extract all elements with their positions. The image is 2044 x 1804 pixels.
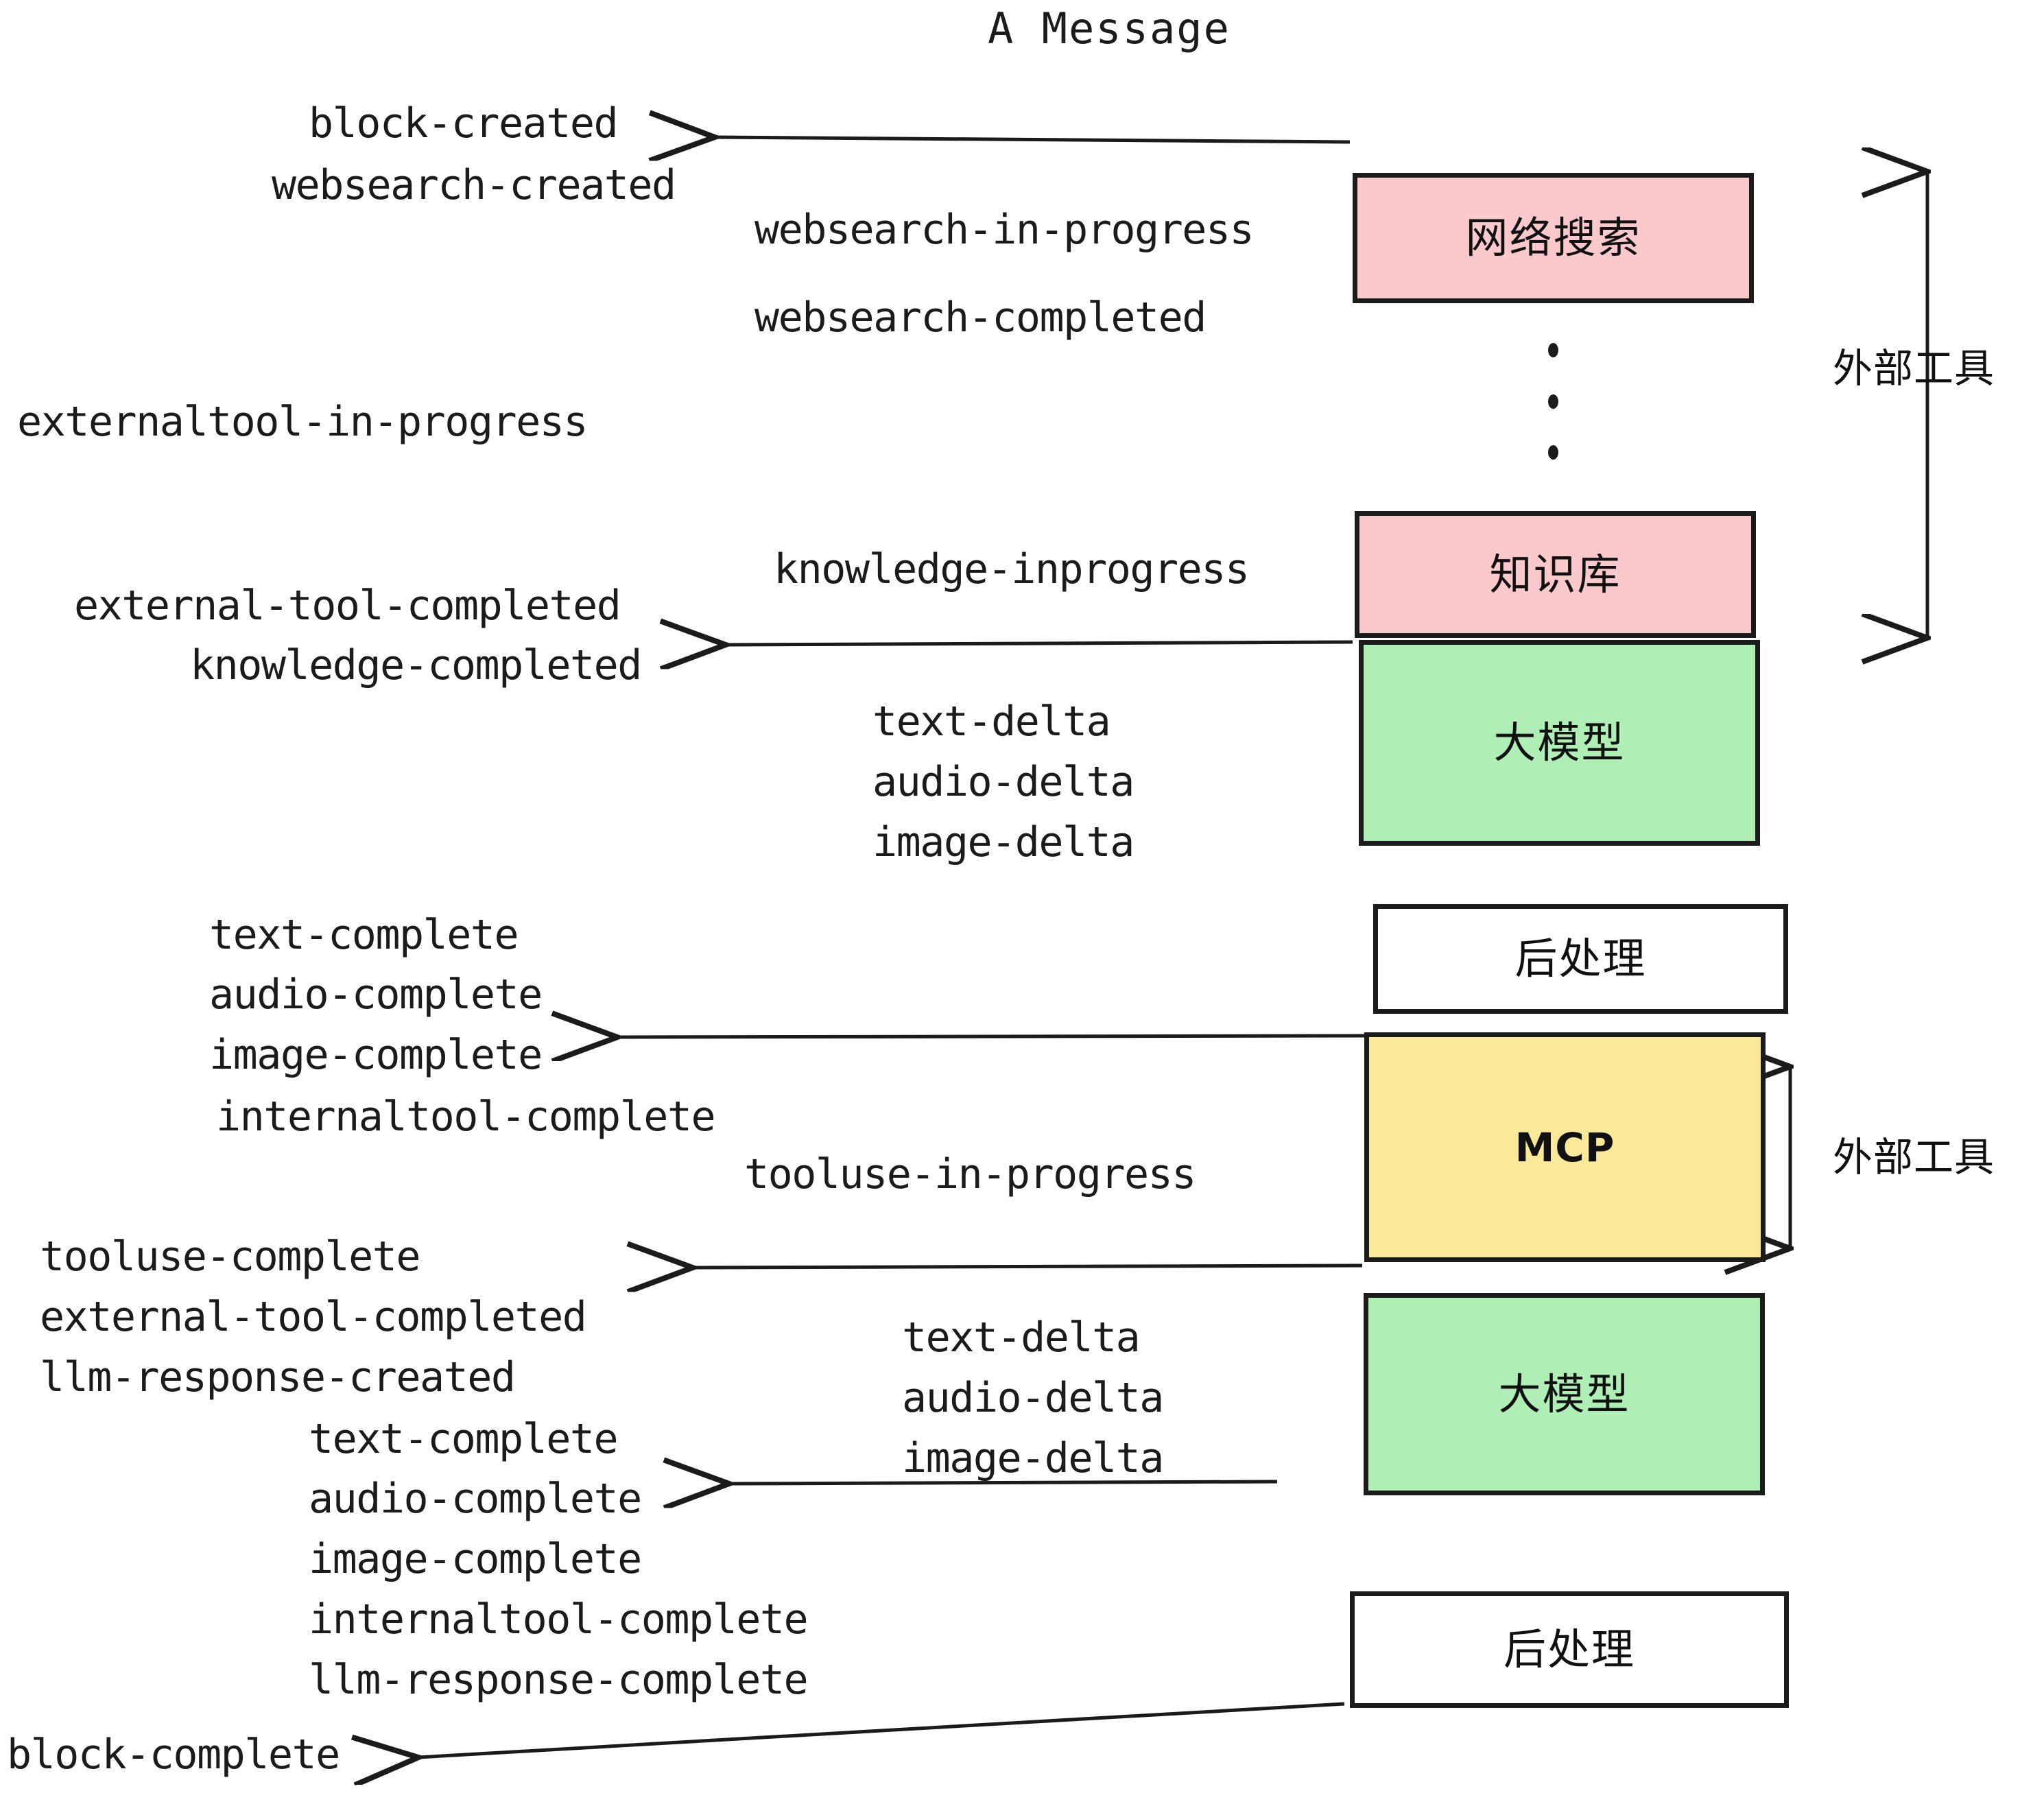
event-knowledge-inprogress: knowledge-inprogress (774, 545, 1250, 593)
event-image-delta-2: image-delta (902, 1434, 1164, 1482)
event-tooluse-in-progress: tooluse-in-progress (744, 1150, 1196, 1198)
event-block-complete: block-complete (7, 1731, 340, 1779)
event-websearch-in-progress: websearch-in-progress (754, 206, 1255, 254)
event-websearch-completed: websearch-completed (754, 294, 1207, 342)
box-websearch[interactable]: 网络搜索 (1353, 173, 1754, 303)
box-postprocess-1-label: 后处理 (1514, 934, 1647, 984)
side-label-external-tool-top: 外部工具 (1833, 345, 1995, 392)
event-internaltool-complete-1: internaltool-complete (216, 1093, 716, 1141)
event-block-created: block-created (309, 99, 619, 147)
box-mcp[interactable]: MCP (1364, 1032, 1766, 1262)
arrow-websearch-created (715, 137, 1351, 142)
event-audio-delta-1: audio-delta (872, 758, 1134, 806)
event-text-complete-2: text-complete (309, 1415, 619, 1463)
event-audio-delta-2: audio-delta (902, 1374, 1164, 1422)
event-text-delta-2: text-delta (902, 1314, 1141, 1362)
arrow-image-complete (617, 1036, 1368, 1037)
box-llm-2-label: 大模型 (1498, 1368, 1630, 1419)
event-image-complete-1: image-complete (209, 1031, 543, 1079)
box-llm-2[interactable]: 大模型 (1364, 1293, 1765, 1495)
event-llm-response-complete: llm-response-complete (309, 1656, 809, 1704)
box-knowledge-label: 知识库 (1489, 549, 1621, 600)
side-label-external-tool-bottom: 外部工具 (1833, 1134, 1995, 1180)
event-text-complete-1: text-complete (209, 911, 519, 959)
event-externaltool-in-progress: externaltool-in-progress (17, 398, 588, 446)
vertical-ellipsis-icon (1547, 343, 1559, 460)
box-llm-1[interactable]: 大模型 (1359, 640, 1760, 846)
event-llm-response-created: llm-response-created (40, 1353, 516, 1401)
event-external-tool-completed-2: external-tool-completed (40, 1293, 587, 1341)
event-audio-complete-2: audio-complete (309, 1475, 642, 1523)
event-websearch-created: websearch-created (272, 161, 676, 209)
event-tooluse-complete: tooluse-complete (40, 1233, 420, 1281)
arrow-knowledge-completed (726, 642, 1353, 645)
event-audio-complete-1: audio-complete (209, 971, 543, 1019)
box-llm-1-label: 大模型 (1493, 717, 1626, 768)
arrow-tooluse-complete (693, 1266, 1363, 1268)
box-knowledge[interactable]: 知识库 (1355, 511, 1756, 638)
event-internaltool-complete-2: internaltool-complete (309, 1595, 809, 1643)
arrow-block-complete (418, 1702, 1345, 1757)
box-mcp-label: MCP (1514, 1124, 1615, 1171)
diagram-title: A Message (988, 3, 1231, 54)
box-postprocess-1[interactable]: 后处理 (1373, 904, 1788, 1014)
event-knowledge-completed: knowledge-completed (190, 641, 642, 689)
event-text-delta-1: text-delta (872, 698, 1111, 746)
box-postprocess-2[interactable]: 后处理 (1350, 1591, 1789, 1708)
box-postprocess-2-label: 后处理 (1503, 1624, 1635, 1674)
event-external-tool-completed-1: external-tool-completed (74, 582, 621, 630)
event-image-delta-1: image-delta (872, 818, 1134, 866)
event-image-complete-2: image-complete (309, 1535, 642, 1583)
box-websearch-label: 网络搜索 (1465, 213, 1641, 263)
